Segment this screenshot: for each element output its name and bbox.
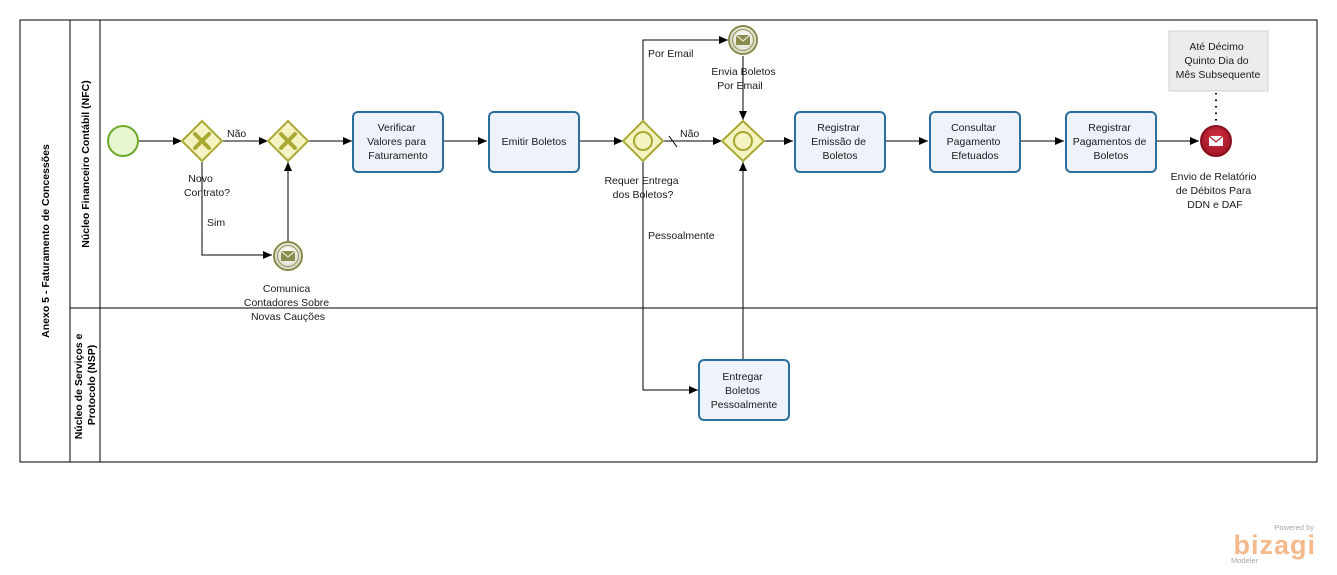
label-nao-2: Não	[680, 128, 699, 140]
gateway-requer-entrega[interactable]	[621, 119, 665, 163]
envelope-icon	[1208, 135, 1224, 146]
event-comunica-label: Comunica Contadores Sobre Novas Cauções	[244, 283, 332, 323]
default-flow-mark	[668, 135, 678, 148]
task-emitir-boletos[interactable]: Emitir Boletos	[488, 111, 580, 173]
lane-title-nsp: Núcleo de Serviços e Protocolo (NSP)	[73, 331, 98, 440]
label-pessoalmente: Pessoalmente	[648, 230, 715, 242]
svg-text:Registrar Emissão de: Registrar Emissão de Boletos	[811, 122, 869, 162]
x-icon	[279, 132, 297, 150]
sequence-flows	[139, 36, 1217, 394]
lane-title-nfc: Núcleo Financeiro Contábil (NFC)	[80, 80, 92, 247]
svg-text:Verificar Valores para: Verificar Valores para Faturamento	[367, 122, 429, 162]
svg-text:Entregar Boletos P: Entregar Boletos Pessoalmente	[711, 371, 778, 411]
text-annotation[interactable]: Até Décimo Quinto Dia do Mês Subsequente	[1168, 30, 1269, 92]
flow-novo-sim	[201, 161, 272, 259]
task-registrar-pagamentos[interactable]: Registrar Pagamentos de Boletos	[1065, 111, 1157, 173]
envelope-icon	[280, 250, 296, 261]
end-event-label: Envio de Relatório de Débitos Para DDN e…	[1171, 171, 1260, 211]
start-event[interactable]	[107, 125, 139, 157]
end-event-envio-relatorio[interactable]	[1200, 125, 1232, 157]
label-nao-1: Não	[227, 128, 246, 140]
gateway-join[interactable]	[720, 119, 766, 163]
task-registrar-emissao[interactable]: Registrar Emissão de Boletos	[794, 111, 886, 173]
inclusive-circle-icon	[633, 131, 653, 151]
flow-labels: Não Sim Por Email Não Pessoalmente	[207, 48, 715, 242]
powered-by-text: Powered by	[1274, 523, 1314, 532]
x-icon	[193, 132, 211, 150]
event-comunica-contadores[interactable]	[273, 241, 303, 271]
flow-requer-por-email	[642, 36, 728, 121]
brand-product: Modeler	[1231, 556, 1259, 565]
gateway-novo-contrato[interactable]	[180, 119, 224, 163]
svg-text:Emitir Boletos: Emitir Boletos	[502, 136, 567, 148]
svg-text:Até Décimo Quinto Dia do: Até Décimo Quinto Dia do Mês Subsequente	[1176, 41, 1261, 81]
brand-name: bizagi	[1233, 530, 1316, 560]
bizagi-logo: Powered by bizagi Modeler	[1231, 523, 1316, 565]
flow-requer-pessoalmente	[642, 161, 698, 394]
task-consultar-pagamento[interactable]: Consultar Pagamento Efetuados	[929, 111, 1021, 173]
pool: Anexo 5 - Faturamento de Concessões Núcl…	[19, 19, 1318, 463]
svg-text:Consultar Pagamento: Consultar Pagamento Efetuados	[947, 122, 1004, 162]
label-por-email: Por Email	[648, 48, 694, 60]
gateway-novo-contrato-label: Novo Contrato?	[184, 173, 230, 199]
label-sim: Sim	[207, 217, 225, 229]
inclusive-circle-icon	[733, 131, 753, 151]
event-envia-label: Envia Boletos Por Email	[711, 66, 778, 92]
svg-text:Registrar Pagamentos de: Registrar Pagamentos de Boletos	[1073, 122, 1149, 162]
envelope-icon	[735, 34, 751, 45]
task-verificar-valores[interactable]: Verificar Valores para Faturamento	[352, 111, 444, 173]
event-envia-boletos[interactable]	[728, 25, 758, 55]
gateway-requer-entrega-label: Requer Entrega dos Boletos?	[604, 175, 681, 201]
pool-title: Anexo 5 - Faturamento de Concessões	[40, 144, 52, 338]
gateway-merge[interactable]	[266, 119, 310, 163]
task-entregar-boletos[interactable]: Entregar Boletos Pessoalmente	[698, 359, 790, 421]
